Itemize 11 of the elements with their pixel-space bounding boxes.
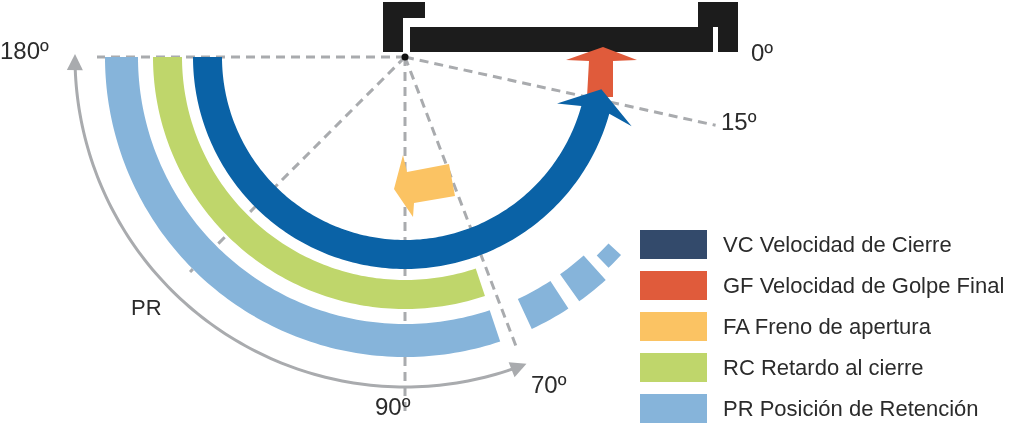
legend-label: PR Posición de Retención (723, 398, 979, 420)
angle-label: 180º (0, 39, 49, 63)
legend-label: RC Retardo al cierre (723, 357, 924, 379)
legend-label: VC Velocidad de Cierre (723, 234, 952, 256)
angle-label: 15º (721, 110, 757, 134)
angle-label: 0º (751, 41, 774, 65)
legend-label: FA Freno de apertura (723, 316, 931, 338)
angle-label: 70º (531, 373, 567, 397)
angle-label: 90º (375, 395, 411, 419)
legend-label: GF Velocidad de Golpe Final (723, 275, 1005, 297)
range-label: PR (131, 297, 162, 319)
